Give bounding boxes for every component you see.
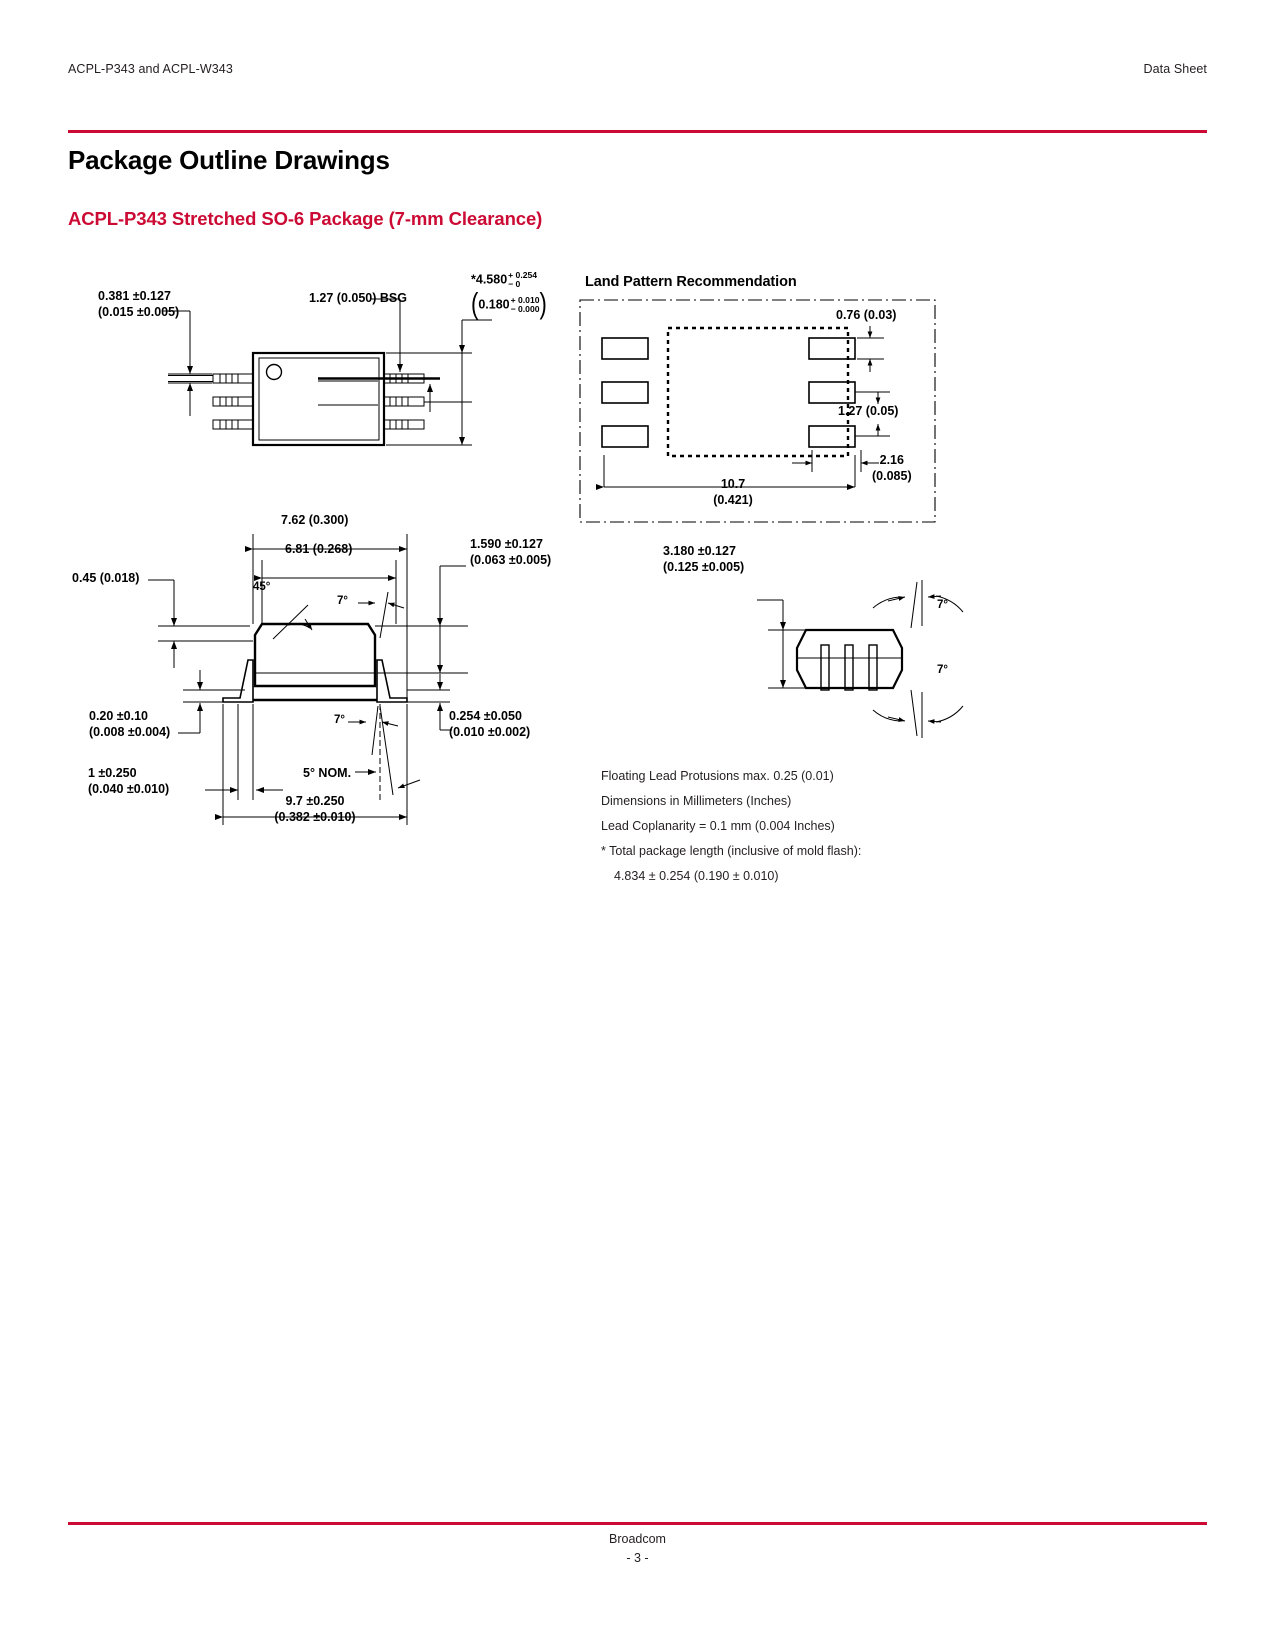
side-view-geometry bbox=[148, 534, 468, 825]
page-footer: Broadcom - 3 - bbox=[0, 1530, 1275, 1568]
page-title: Package Outline Drawings bbox=[68, 145, 390, 175]
label-standoff: 0.45 (0.018) bbox=[72, 571, 140, 585]
label-end-draft-top: 7° bbox=[937, 599, 948, 611]
page-header: ACPL-P343 and ACPL-W343 Data Sheet bbox=[68, 62, 1207, 76]
footer-company: Broadcom bbox=[609, 1532, 666, 1546]
label-package-length-mm: *4.580+ 0.254− 0 bbox=[471, 269, 538, 289]
label-draft-angle-top: 7° bbox=[337, 595, 348, 607]
end-view-geometry bbox=[757, 580, 964, 738]
label-lead-span: 9.7 ±0.250 (0.382 ±0.010) bbox=[274, 794, 356, 824]
section-title: ACPL-P343 Stretched SO-6 Package (7-mm C… bbox=[68, 208, 543, 229]
land-pattern-title: Land Pattern Recommendation bbox=[585, 274, 797, 290]
note-line: 4.834 ± 0.254 (0.190 ± 0.010) bbox=[614, 869, 779, 883]
label-end-draft-bottom: 7° bbox=[937, 664, 948, 676]
label-package-length-in: (0.180+ 0.010− 0.000) bbox=[471, 286, 547, 321]
label-foot-length: 1 ±0.250 (0.040 ±0.010) bbox=[88, 766, 170, 796]
label-lead-pitch-bsg: 1.27 (0.050) BSG bbox=[309, 291, 407, 305]
label-pad-width: 0.76 (0.03) bbox=[836, 308, 897, 322]
label-lead-frame-thickness: 0.254 ±0.050 (0.010 ±0.002) bbox=[449, 709, 531, 739]
note-line: Lead Coplanarity = 0.1 mm (0.004 Inches) bbox=[601, 819, 835, 833]
label-nominal-angle: 5° NOM. bbox=[303, 766, 352, 780]
header-part-numbers: ACPL-P343 and ACPL-W343 bbox=[68, 62, 233, 76]
note-line: * Total package length (inclusive of mol… bbox=[601, 844, 862, 858]
label-land-span: 10.7 (0.421) bbox=[713, 477, 753, 507]
label-pad-length: 2.16 (0.085) bbox=[872, 453, 912, 483]
label-end-view-width: 3.180 ±0.127 (0.125 ±0.005) bbox=[663, 544, 745, 574]
drawing-notes: Floating Lead Protusions max. 0.25 (0.01… bbox=[601, 764, 861, 889]
label-body-span-inner: 6.81 (0.268) bbox=[285, 542, 353, 556]
header-doc-type: Data Sheet bbox=[1143, 62, 1207, 76]
note-line: Floating Lead Protusions max. 0.25 (0.01… bbox=[601, 769, 834, 783]
header-divider-rule bbox=[68, 130, 1207, 133]
label-body-height: 1.590 ±0.127 (0.063 ±0.005) bbox=[470, 537, 552, 567]
label-chamfer-angle: 45° bbox=[253, 581, 271, 593]
footer-page-number: - 3 - bbox=[626, 1551, 649, 1565]
label-lead-thickness-top-view: 0.381 ±0.127 (0.015 ±0.005) bbox=[98, 289, 180, 319]
label-draft-angle-bottom: 7° bbox=[334, 714, 345, 726]
label-body-span-outer: 7.62 (0.300) bbox=[281, 513, 349, 527]
top-view-geometry bbox=[162, 298, 492, 447]
footer-divider-rule bbox=[68, 1522, 1207, 1525]
label-pad-pitch: 1.27 (0.05) bbox=[838, 404, 899, 418]
note-line: Dimensions in Millimeters (Inches) bbox=[601, 794, 792, 808]
label-lead-thickness-side: 0.20 ±0.10 (0.008 ±0.004) bbox=[89, 709, 171, 739]
